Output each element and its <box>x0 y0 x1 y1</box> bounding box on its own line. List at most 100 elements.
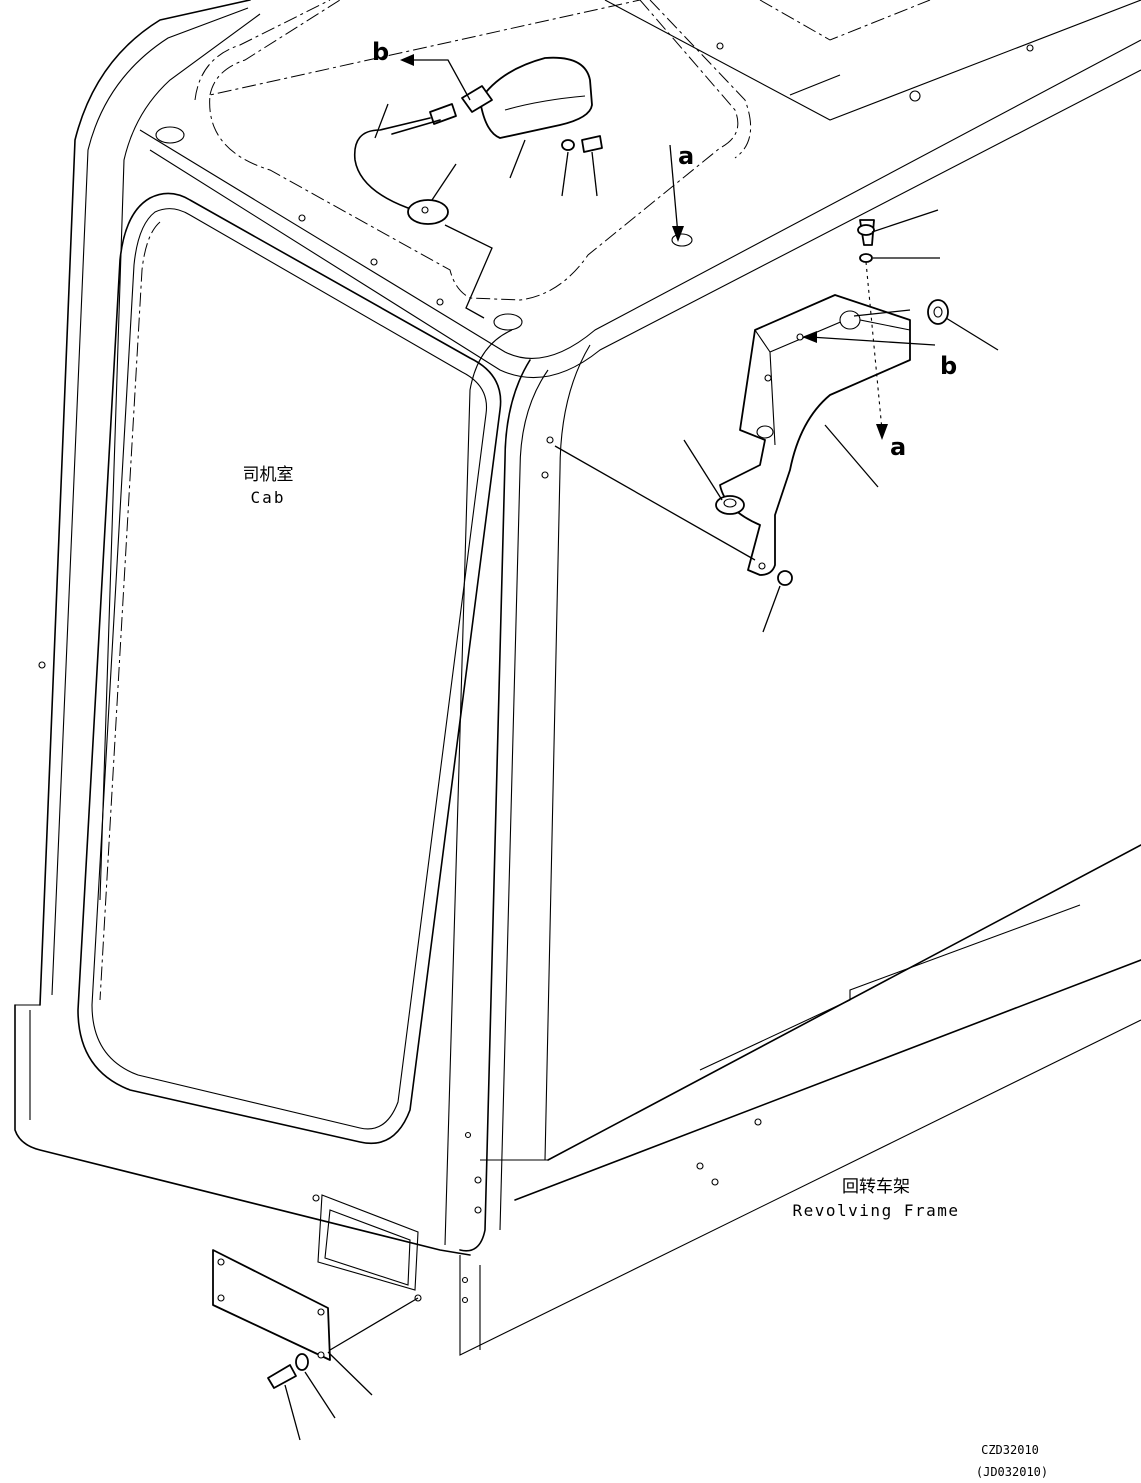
bracket-bolt-head <box>857 224 875 236</box>
roof-hole <box>298 214 306 222</box>
lamp-assembly <box>353 54 684 319</box>
roof-hole <box>671 233 693 247</box>
frame-hole <box>461 1276 469 1284</box>
bolt <box>267 1364 297 1389</box>
part-leader <box>945 317 999 351</box>
roof-hole <box>1026 44 1034 52</box>
side-window-glass <box>91 208 488 1130</box>
pillar-hole <box>546 436 554 444</box>
roof-hole <box>716 42 724 50</box>
arrow-a-line <box>669 144 679 236</box>
part-leader <box>853 309 911 317</box>
frame-label-cn: 回转车架 <box>842 1177 910 1197</box>
cab-label-cn: 司机室 <box>243 465 294 485</box>
roof-hole <box>909 90 921 102</box>
roof-dash-right <box>649 0 752 159</box>
bracket-assembly <box>554 209 999 633</box>
marker-b-right: b <box>940 352 957 380</box>
bracket-hole <box>839 310 861 330</box>
cab-base-line <box>15 1004 40 1120</box>
reference-code: CZD32010 <box>981 1443 1039 1457</box>
part-leader <box>871 209 939 233</box>
part-leader <box>304 1371 336 1419</box>
bracket-lock-washer <box>859 253 873 263</box>
lamp-connector <box>461 85 493 113</box>
cab-label-en: Cab <box>251 488 286 507</box>
cover-plate <box>212 1249 331 1361</box>
cab-pillar-line <box>99 13 261 901</box>
revolving-frame-body <box>312 844 1141 1356</box>
reference-alt-code: (JD032010) <box>976 1465 1048 1479</box>
bracket-hole <box>758 562 766 570</box>
bracket-washer-hole <box>933 306 943 318</box>
marker-a-right: a <box>890 433 906 461</box>
side-window-frame <box>77 192 502 1144</box>
part-leader <box>561 151 569 197</box>
grommet <box>407 199 449 225</box>
arrow-b-line <box>405 59 471 101</box>
pillar-hole <box>38 661 46 669</box>
part-leader <box>374 103 389 139</box>
harness-wire <box>353 117 431 209</box>
frame-lower-edge <box>459 1019 1141 1356</box>
roof-corner-hole <box>155 126 185 144</box>
bracket-grommet-hole <box>723 498 737 508</box>
frame-hole <box>312 1194 320 1202</box>
side-window-seal <box>99 221 161 1001</box>
roof-hole <box>370 258 378 266</box>
lamp-washer <box>561 139 575 151</box>
roof-panel-dash <box>759 0 931 41</box>
service-opening-rim <box>317 1194 419 1291</box>
part-leader <box>824 424 879 488</box>
mount-bolt <box>777 570 793 586</box>
plate-hole <box>317 1351 325 1359</box>
service-opening <box>324 1209 411 1286</box>
cover-plate-assembly <box>212 1249 419 1441</box>
pillar-hole <box>541 471 549 479</box>
pillar-hole <box>474 1176 482 1184</box>
cab-outer-contour-inner <box>51 7 249 996</box>
cab-body <box>14 0 1141 1256</box>
roof-front-edge <box>139 39 1141 359</box>
plate-hole <box>317 1308 325 1316</box>
cab-base-outer <box>14 1004 471 1256</box>
frame-label-en: Revolving Frame <box>793 1201 960 1220</box>
roof-front-edge-2 <box>149 69 1141 379</box>
harness-connector <box>429 103 457 125</box>
frame-hole <box>696 1162 704 1170</box>
roof-panel-line <box>604 0 1141 121</box>
part-leader <box>762 585 781 633</box>
arrow-b-head <box>400 54 414 66</box>
plate-hole <box>217 1294 225 1302</box>
grommet-hole <box>421 206 429 214</box>
lamp-lens-line <box>504 95 586 111</box>
front-pillar-line-1 <box>499 369 549 1231</box>
arrow-b2-line <box>809 336 936 346</box>
bracket-center-line <box>865 261 883 431</box>
roof-dash-left <box>194 0 331 101</box>
bracket-hole <box>756 425 774 439</box>
mount-line <box>554 445 756 561</box>
plate-leader <box>329 1297 419 1351</box>
part-leader <box>509 139 526 179</box>
cab-outer-contour <box>39 0 251 1006</box>
part-leader <box>591 151 598 197</box>
pillar-hole <box>464 1131 472 1139</box>
arrow-b2-head <box>802 331 817 343</box>
front-pillar-line-2 <box>544 344 591 1161</box>
washer <box>295 1353 309 1371</box>
roof-rib <box>789 74 841 96</box>
frame-hole <box>711 1178 719 1186</box>
arrow-a2-head <box>876 424 888 440</box>
bracket-hole <box>764 374 772 382</box>
pillar-hole <box>474 1206 482 1214</box>
frame-joint-line <box>479 1159 548 1350</box>
roof-hole <box>436 298 444 306</box>
part-leader <box>327 1351 373 1396</box>
arrow-a-head <box>672 226 684 242</box>
marker-b-top: b <box>372 38 389 66</box>
marker-a-top: a <box>678 142 694 170</box>
frame-hole <box>754 1118 762 1126</box>
